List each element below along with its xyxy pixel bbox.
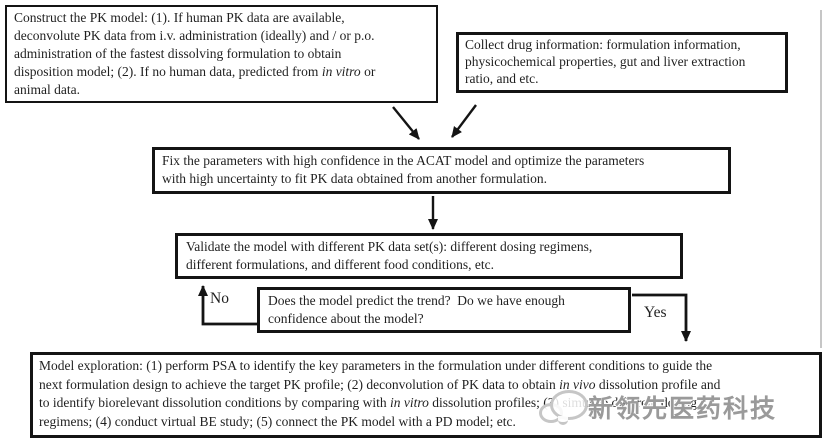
fix-parameters-box: Fix the parameters with high confidence … xyxy=(152,147,731,194)
arrow-construct-to-fix xyxy=(392,106,420,140)
construct-pk-model-box: Construct the PK model: (1). If human PK… xyxy=(5,5,438,103)
validate-model-box: Validate the model with different PK dat… xyxy=(175,233,683,279)
watermark: 新领先医药科技 xyxy=(538,389,777,425)
arrow-collect-to-fix xyxy=(451,104,477,138)
no-branch-label: No xyxy=(210,290,229,307)
model-prediction-decision-box: Does the model predict the trend? Do we … xyxy=(257,287,631,333)
speech-bubbles-icon xyxy=(538,389,588,425)
collect-drug-info-box: Collect drug information: formulation in… xyxy=(456,32,788,93)
yes-branch-label: Yes xyxy=(644,304,667,321)
watermark-text: 新领先医药科技 xyxy=(588,394,778,423)
model-exploration-box: Model exploration: (1) perform PSA to id… xyxy=(30,352,822,438)
